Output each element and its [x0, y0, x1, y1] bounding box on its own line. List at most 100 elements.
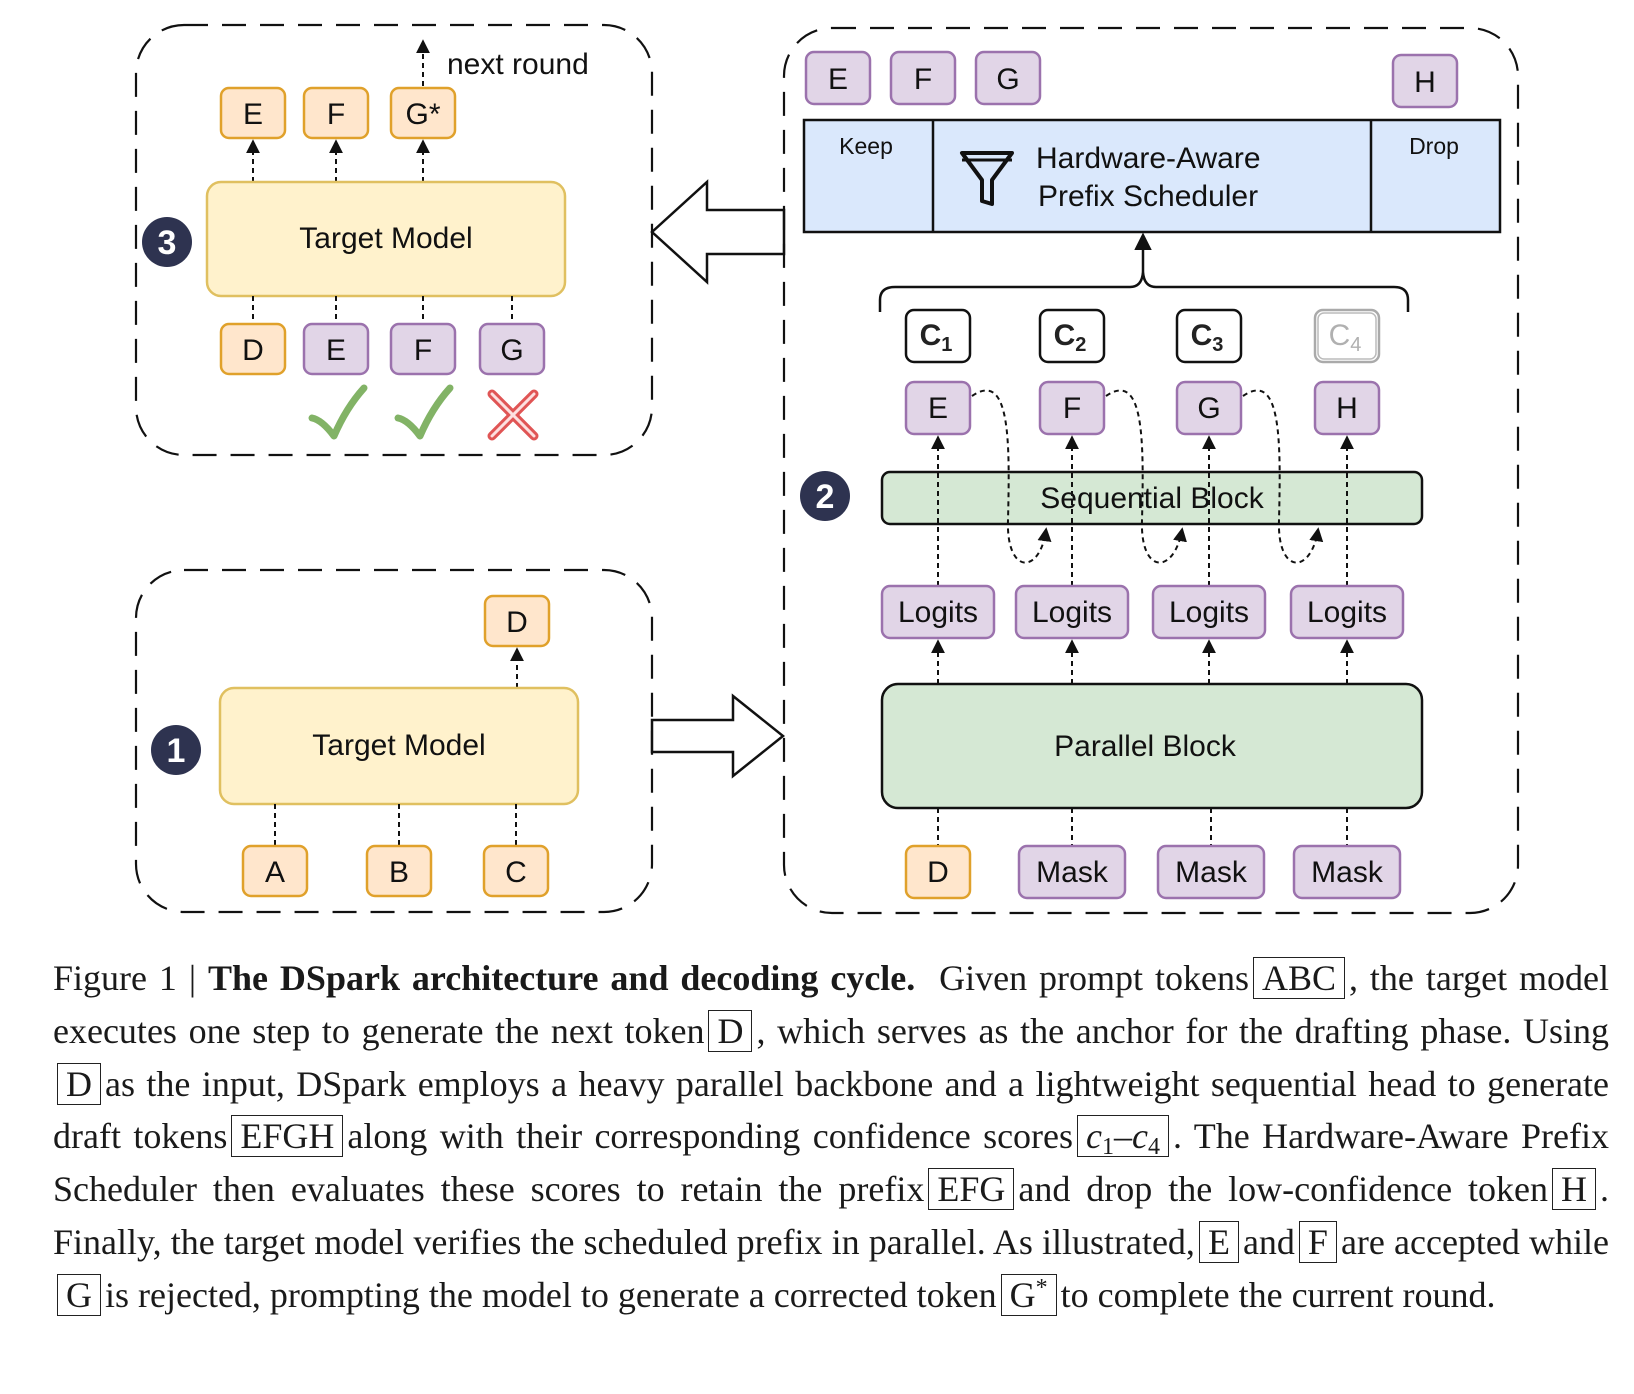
- p1-input-token: A: [241, 844, 309, 898]
- svg-text:Logits: Logits: [1169, 596, 1249, 629]
- svg-text:H: H: [1336, 392, 1358, 425]
- svg-text:1: 1: [167, 732, 186, 770]
- p2-logits: Logits: [1151, 584, 1267, 640]
- caption-text: Given prompt tokens: [939, 958, 1249, 998]
- sequential-block: Sequential Block: [880, 470, 1424, 526]
- caption-text: , the target model executes one step to …: [53, 958, 1610, 1051]
- svg-text:Target Model: Target Model: [299, 222, 472, 255]
- svg-text:G*: G*: [405, 98, 440, 131]
- figure-label: Figure 1 |: [53, 958, 197, 998]
- caption-text: as the input, DSpark employs a heavy par…: [53, 1063, 1609, 1157]
- scheduler-title-line2: Prefix Scheduler: [1038, 180, 1258, 213]
- next-round-label: next round: [447, 48, 589, 81]
- svg-text:Mask: Mask: [1175, 856, 1248, 889]
- svg-text:C: C: [505, 856, 527, 889]
- svg-text:F: F: [1063, 392, 1081, 425]
- caption-text: . Finally, the target model verifies the…: [53, 1169, 1609, 1262]
- token-g: G: [57, 1273, 101, 1316]
- confidence-score-c1: C1: [904, 308, 972, 364]
- svg-text:H: H: [1414, 66, 1436, 99]
- p1-output-token: D: [483, 594, 551, 648]
- p2-scheduled-token: F: [889, 50, 957, 106]
- svg-text:Mask: Mask: [1036, 856, 1109, 889]
- p3-output-token: E: [219, 86, 287, 140]
- accept-check-icon: [394, 384, 454, 440]
- accept-check-icon: [308, 384, 368, 440]
- token-g-star: G*: [1000, 1273, 1057, 1316]
- p1-target-model: Target Model: [218, 686, 580, 806]
- p3-input-token: D: [219, 322, 287, 376]
- p3-target-model: Target Model: [205, 180, 567, 298]
- confidence-brace: [878, 271, 1410, 312]
- caption-text: , which serves as the anchor for the dra…: [756, 1010, 1609, 1051]
- caption-text: to complete the current round.: [1060, 1274, 1496, 1315]
- svg-text:E: E: [828, 63, 848, 96]
- token-f: F: [1298, 1220, 1337, 1263]
- p1-input-token: C: [482, 844, 550, 898]
- caption-text: along with their corresponding confidenc…: [347, 1116, 1074, 1157]
- step-3-badge: 3: [142, 217, 192, 267]
- figure-title: The DSpark architecture and decoding cyc…: [208, 958, 916, 998]
- token-abc: ABC: [1252, 957, 1345, 999]
- svg-text:Logits: Logits: [898, 596, 978, 629]
- svg-text:G: G: [1197, 392, 1220, 425]
- p2-mask-token: Mask: [1156, 844, 1266, 900]
- step-1-badge: 1: [151, 725, 201, 775]
- svg-text:Mask: Mask: [1311, 856, 1384, 889]
- p2-anchor-token: D: [904, 844, 972, 900]
- p2-mask-token: Mask: [1292, 844, 1402, 900]
- token-efg: EFG: [928, 1168, 1015, 1211]
- token-d: D: [57, 1062, 101, 1105]
- token-h: H: [1552, 1168, 1596, 1211]
- token-d: D: [708, 1009, 753, 1052]
- confidence-score-c4-low: C4: [1313, 308, 1381, 364]
- arrow-to-panel-3-icon: [650, 179, 786, 285]
- p3-output-token-corrected: G*: [389, 86, 457, 140]
- svg-text:2: 2: [816, 478, 835, 516]
- p2-logits: Logits: [880, 584, 996, 640]
- keep-label: Keep: [839, 133, 893, 159]
- caption-text: is rejected, prompting the model to gene…: [105, 1274, 997, 1315]
- p2-logits: Logits: [1014, 584, 1130, 640]
- svg-text:G: G: [500, 334, 523, 367]
- drop-label: Drop: [1409, 133, 1459, 159]
- svg-text:D: D: [506, 606, 528, 639]
- p3-input-token: E: [302, 322, 370, 376]
- p2-draft-token: G: [1175, 380, 1243, 436]
- svg-text:D: D: [242, 334, 264, 367]
- svg-text:A: A: [265, 856, 285, 889]
- svg-text:Logits: Logits: [1307, 596, 1387, 629]
- p3-input-token: F: [389, 322, 457, 376]
- caption-text: and: [1242, 1221, 1295, 1262]
- svg-text:C3: C3: [1191, 319, 1224, 356]
- caption-text: . The Hardware-Aware Prefix Scheduler th…: [53, 1116, 1609, 1210]
- p2-scheduled-token: G: [974, 50, 1042, 106]
- p3-output-token: F: [302, 86, 370, 140]
- p2-draft-token: E: [904, 380, 972, 436]
- svg-text:F: F: [327, 98, 345, 131]
- figure-caption: Figure 1 | The DSpark architecture and d…: [53, 952, 1609, 1322]
- svg-text:E: E: [326, 334, 346, 367]
- svg-text:F: F: [914, 63, 932, 96]
- p2-mask-token: Mask: [1017, 844, 1127, 900]
- panel-2-drafting: 2 E F G H Keep Drop Hardware-Awar: [782, 26, 1520, 915]
- arrow-to-panel-2-icon: [650, 693, 786, 779]
- caption-text: and drop the low-confidence token: [1018, 1169, 1548, 1210]
- svg-text:G: G: [996, 63, 1019, 96]
- confidence-score-c2: C2: [1038, 308, 1106, 364]
- svg-text:E: E: [928, 392, 948, 425]
- step-2-badge: 2: [800, 471, 850, 521]
- caption-text: are accepted while: [1340, 1221, 1609, 1262]
- token-efgh: EFGH: [231, 1115, 344, 1158]
- p1-input-token: B: [365, 844, 433, 898]
- parallel-block: Parallel Block: [880, 682, 1424, 810]
- svg-text:Sequential Block: Sequential Block: [1040, 482, 1264, 515]
- svg-text:3: 3: [158, 224, 177, 262]
- token-c1-c4: c1–c4: [1077, 1115, 1170, 1159]
- svg-text:B: B: [389, 856, 409, 889]
- p2-scheduled-token: E: [804, 50, 872, 106]
- svg-text:F: F: [414, 334, 432, 367]
- prefix-scheduler: Keep Drop Hardware-Aware Prefix Schedule…: [802, 118, 1502, 234]
- svg-text:Parallel Block: Parallel Block: [1054, 730, 1237, 763]
- architecture-diagram: 3 next round E F G* Target Model: [134, 23, 1520, 915]
